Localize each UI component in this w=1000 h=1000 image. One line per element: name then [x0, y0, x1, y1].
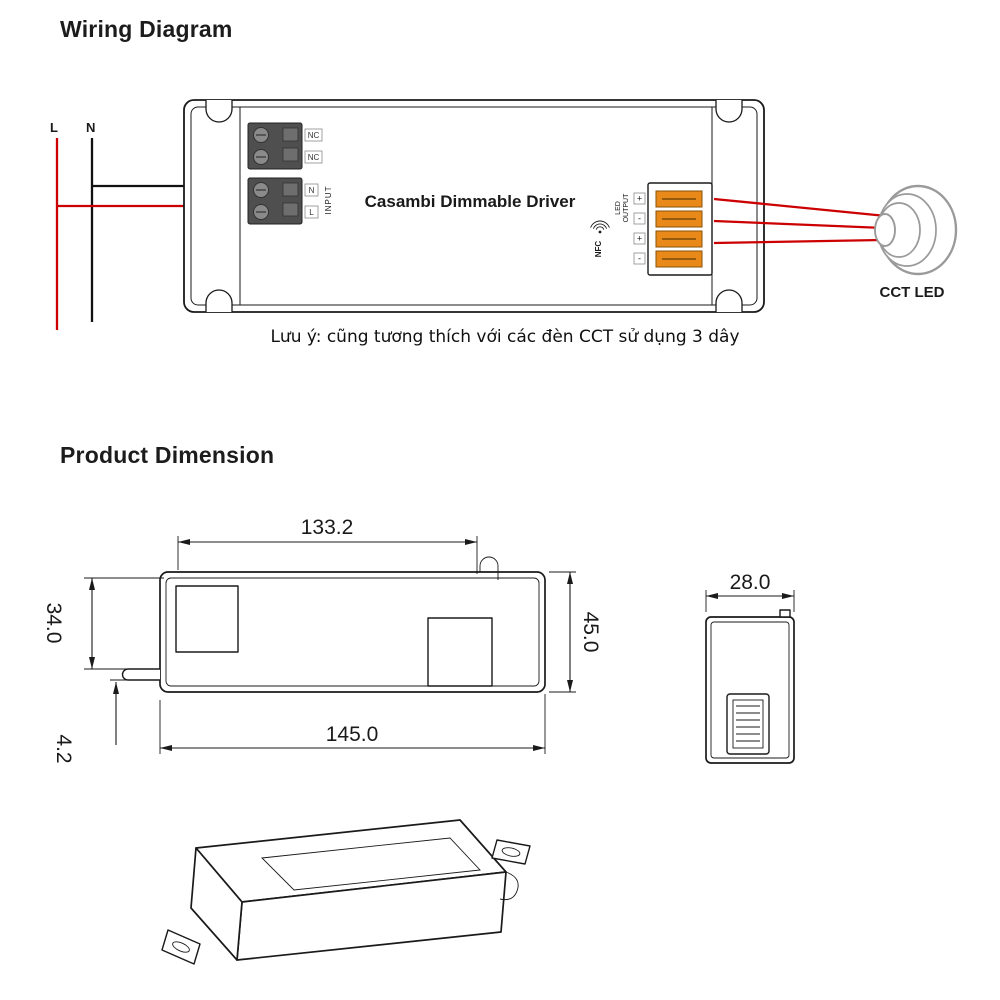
output-terminal-sign-3: +	[637, 234, 642, 244]
output-wires	[713, 197, 887, 245]
dim-45-label: 45.0	[579, 612, 602, 653]
nfc-icon	[590, 220, 610, 234]
wiring-diagram: L N Casambi Dimmable Driver	[50, 99, 958, 330]
dim-145: 145.0	[159, 694, 546, 754]
dim-45: 45.0	[549, 571, 602, 693]
cct-led-label: CCT LED	[880, 284, 945, 301]
side-clip	[779, 609, 791, 618]
input-terminal-block: NC NC N L INPUT	[247, 122, 333, 225]
iso-wire-hook	[499, 871, 519, 901]
dim-4-2: 4.2	[52, 679, 140, 764]
led-output-label-2: OUTPUT	[623, 193, 630, 223]
output-terminal-sign-1: +	[637, 194, 642, 204]
output-terminal-sign-2: -	[638, 214, 641, 224]
dimension-side-view: 28.0	[705, 571, 795, 764]
led-wire-1	[713, 197, 887, 218]
mounting-slot-bottom-right	[715, 289, 743, 312]
led-wire-3	[713, 238, 883, 245]
product-dimension-heading: Product Dimension	[60, 442, 275, 468]
mounting-slot-top-left	[205, 100, 233, 123]
nfc-label: NFC	[594, 241, 603, 258]
neutral-line-label: N	[86, 120, 95, 135]
dim-34: 34.0	[42, 577, 164, 670]
compatibility-note: Lưu ý: cũng tương thích với các đèn CCT …	[270, 327, 740, 347]
dim-28-label: 28.0	[730, 571, 771, 594]
wire-exit-tab	[121, 668, 160, 681]
live-line-label: L	[50, 120, 58, 135]
dimension-3d-view	[161, 819, 531, 965]
led-wire-2	[713, 219, 885, 230]
terminal-label-nc-1: NC	[308, 131, 320, 140]
output-terminal-sign-4: -	[638, 254, 641, 264]
dim-34-label: 34.0	[42, 603, 65, 644]
mounting-slot-top-right	[715, 100, 743, 123]
iso-left-tab	[161, 929, 201, 965]
dim-4-2-label: 4.2	[52, 734, 75, 763]
input-label: INPUT	[324, 186, 333, 215]
dim-133-2: 133.2	[177, 516, 478, 574]
mounting-clip	[479, 556, 499, 580]
terminal-label-nc-2: NC	[308, 153, 320, 162]
driver-body: Casambi Dimmable Driver	[183, 99, 765, 313]
dim-28: 28.0	[705, 571, 795, 612]
cct-led-lamp	[874, 184, 958, 276]
dim-133-2-label: 133.2	[301, 516, 354, 539]
terminal-label-n: N	[309, 186, 315, 195]
dimension-front-view: 133.2 145.0 45.0 34.0	[42, 516, 602, 764]
driver-name-label: Casambi Dimmable Driver	[365, 192, 576, 211]
led-output-label-1: LED	[615, 201, 622, 215]
side-connector	[726, 693, 770, 755]
terminal-label-l: L	[309, 208, 314, 217]
iso-end-face	[190, 847, 243, 961]
dim-145-label: 145.0	[326, 723, 379, 746]
wiring-diagram-heading: Wiring Diagram	[60, 16, 233, 42]
mounting-slot-bottom-left	[205, 289, 233, 312]
iso-right-tab	[491, 839, 531, 865]
output-terminal-block: + - + - LED OUTPUT NFC	[590, 182, 713, 276]
